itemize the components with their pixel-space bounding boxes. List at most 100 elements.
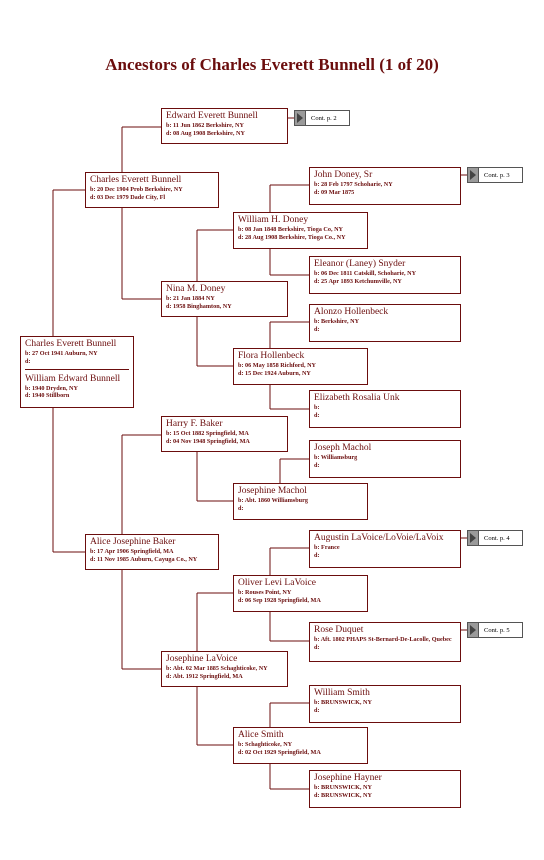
person-birth: b: 11 Jun 1862 Berkshire, NY <box>166 122 244 129</box>
person-birth: b: 06 Dec 1811 Catskill, Schoharie, NY <box>314 270 417 277</box>
person-death: d: 28 Aug 1908 Berkshire, Tioga Co., NY <box>238 233 346 241</box>
person-death: d: <box>25 357 31 365</box>
person-name: Alice Josephine Baker <box>90 537 176 547</box>
person-death: d: <box>314 551 320 559</box>
chart-title: Ancestors of Charles Everett Bunnell (1 … <box>105 55 439 74</box>
person-name: Harry F. Baker <box>166 419 223 429</box>
person-box-joseph-machol: Joseph Machol b: Williamsburg d: <box>309 440 461 478</box>
continue-label: Cont. p. 4 <box>484 534 510 542</box>
person-death: d: 08 Aug 1908 Berkshire, NY <box>166 129 245 137</box>
person-birth: b: 27 Oct 1941 Auburn, NY <box>25 350 98 357</box>
person-birth: b: 06 May 1858 Richford, NY <box>238 362 317 369</box>
person-box-flora-hollenbeck: Flora Hollenbeck b: 06 May 1858 Richford… <box>233 348 368 385</box>
person-death: d: 04 Nov 1948 Springfield, MA <box>166 437 250 445</box>
person-birth: b: 28 Feb 1797 Schoharie, NY <box>314 181 393 188</box>
person-box-oliver-levi-lavoice: Oliver Levi LaVoice b: Rouses Point, NY … <box>233 575 368 612</box>
person-box-charles-everett-bunnell-father: Charles Everett Bunnell b: 20 Dec 1904 P… <box>85 172 219 208</box>
person-box-eleanor-laney-snyder: Eleanor (Laney) Snyder b: 06 Dec 1811 Ca… <box>309 256 461 294</box>
spouse-name: William Edward Bunnell <box>25 373 121 384</box>
continue-label: Cont. p. 3 <box>484 171 510 179</box>
person-name: Augustin LaVoice/LoVoie/LaVoix <box>314 533 444 543</box>
person-box-john-doney-sr: John Doney, Sr b: 28 Feb 1797 Schoharie,… <box>309 167 461 205</box>
person-death: d: 11 Nov 1985 Auburn, Cayuga Co., NY <box>90 555 198 563</box>
right-arrow-icon <box>468 531 479 545</box>
person-name: Nina M. Doney <box>166 284 226 294</box>
spouse-divider <box>25 368 129 370</box>
person-death: d: 06 Sep 1928 Springfield, MA <box>238 596 321 604</box>
person-death: d: 02 Oct 1929 Springfield, MA <box>238 748 321 756</box>
connector-line-group <box>52 117 467 790</box>
person-name: Flora Hollenbeck <box>238 351 305 361</box>
person-box-harry-f-baker: Harry F. Baker b: 15 Oct 1882 Springfiel… <box>161 416 288 452</box>
person-box-elizabeth-rosalia-unk: Elizabeth Rosalia Unk b: d: <box>309 390 461 428</box>
person-death: d: BRUNSWICK, NY <box>314 791 372 799</box>
right-arrow-icon <box>468 168 479 182</box>
spouse-death: d: 1940 Stillborn <box>25 392 70 400</box>
continue-page-4-link[interactable]: Cont. p. 4 <box>467 530 523 546</box>
person-birth: b: BRUNSWICK, NY <box>314 699 372 706</box>
person-birth: b: Williamsburg <box>314 454 358 461</box>
person-box-alonzo-hollenbeck: Alonzo Hollenbeck b: Berkshire, NY d: <box>309 304 461 342</box>
person-name: Alonzo Hollenbeck <box>314 307 389 317</box>
person-death: d: <box>314 325 320 333</box>
person-name: Charles Everett Bunnell <box>90 175 182 185</box>
person-birth: b: Rouses Point, NY <box>238 589 292 596</box>
person-birth: b: Schaghticoke, NY <box>238 741 293 748</box>
person-name: Josephine Machol <box>238 486 307 496</box>
person-box-alice-smith: Alice Smith b: Schaghticoke, NY d: 02 Oc… <box>233 727 368 764</box>
person-name: Elizabeth Rosalia Unk <box>314 393 400 403</box>
person-box-alice-josephine-baker: Alice Josephine Baker b: 17 Apr 1906 Spr… <box>85 534 219 570</box>
spouse-birth: b: 1940 Dryden, NY <box>25 384 78 392</box>
person-name: Alice Smith <box>238 730 284 740</box>
person-birth: b: 15 Oct 1882 Springfield, MA <box>166 430 249 437</box>
root-person-box: Charles Everett Bunnell b: 27 Oct 1941 A… <box>20 336 134 408</box>
person-death: d: Abt. 1912 Springfield, MA <box>166 672 243 680</box>
continue-page-5-link[interactable]: Cont. p. 5 <box>467 622 523 638</box>
continue-page-3-link[interactable]: Cont. p. 3 <box>467 167 523 183</box>
person-name: William Smith <box>314 688 370 698</box>
person-birth: b: France <box>314 544 340 551</box>
person-birth: b: 08 Jan 1848 Berkshire, Tioga Co, NY <box>238 226 344 233</box>
person-name: Joseph Machol <box>314 443 372 453</box>
person-name: Rose Duquet <box>314 625 364 635</box>
person-birth: b: 17 Apr 1906 Springfield, MA <box>90 548 174 555</box>
person-birth: b: <box>314 404 320 411</box>
person-box-edward-everett-bunnell: Edward Everett Bunnell b: 11 Jun 1862 Be… <box>161 108 288 144</box>
person-death: d: <box>314 643 320 651</box>
right-arrow-icon <box>468 623 479 637</box>
person-box-nina-m-doney: Nina M. Doney b: 21 Jan 1884 NY d: 1958 … <box>161 281 288 317</box>
continue-label: Cont. p. 5 <box>484 626 510 634</box>
person-birth: b: Abt. 1860 Williamsburg <box>238 497 308 504</box>
person-name: William H. Doney <box>238 215 309 225</box>
person-name: Josephine Hayner <box>314 773 382 783</box>
person-death: d: 03 Dec 1979 Dade City, Fl <box>90 193 166 201</box>
person-box-augustin-lavoice: Augustin LaVoice/LoVoie/LaVoix b: France… <box>309 530 461 568</box>
person-death: d: 09 Mar 1875 <box>314 188 355 196</box>
person-death: d: 1958 Binghamton, NY <box>166 302 232 310</box>
person-death: d: <box>238 504 244 512</box>
person-birth: b: Aft. 1802 PHAPS St-Bernard-De-Lacolle… <box>314 636 452 643</box>
person-name: Edward Everett Bunnell <box>166 111 258 121</box>
continue-page-2-link[interactable]: Cont. p. 2 <box>294 110 350 126</box>
person-box-josephine-hayner: Josephine Hayner b: BRUNSWICK, NY d: BRU… <box>309 770 461 808</box>
person-birth: b: 20 Dec 1904 Prob Berkshire, NY <box>90 186 183 193</box>
person-birth: b: BRUNSWICK, NY <box>314 784 372 791</box>
person-box-josephine-lavoice: Josephine LaVoice b: Abt. 02 Mar 1885 Sc… <box>161 651 288 687</box>
person-box-rose-duquet: Rose Duquet b: Aft. 1802 PHAPS St-Bernar… <box>309 622 461 662</box>
person-name: John Doney, Sr <box>314 170 373 180</box>
person-name: Eleanor (Laney) Snyder <box>314 259 406 269</box>
person-box-josephine-machol: Josephine Machol b: Abt. 1860 Williamsbu… <box>233 483 368 520</box>
person-name: Josephine LaVoice <box>166 654 238 664</box>
person-name: Oliver Levi LaVoice <box>238 578 316 588</box>
person-birth: b: Abt. 02 Mar 1885 Schaghticoke, NY <box>166 665 268 672</box>
person-death: d: 15 Dec 1924 Auburn, NY <box>238 369 311 377</box>
person-death: d: <box>314 411 320 419</box>
person-box-william-h-doney: William H. Doney b: 08 Jan 1848 Berkshir… <box>233 212 368 249</box>
right-arrow-icon <box>295 111 306 125</box>
person-box-william-smith: William Smith b: BRUNSWICK, NY d: <box>309 685 461 723</box>
continue-label: Cont. p. 2 <box>311 114 337 122</box>
person-birth: b: 21 Jan 1884 NY <box>166 295 215 302</box>
person-name: Charles Everett Bunnell <box>25 339 117 349</box>
person-death: d: <box>314 706 320 714</box>
